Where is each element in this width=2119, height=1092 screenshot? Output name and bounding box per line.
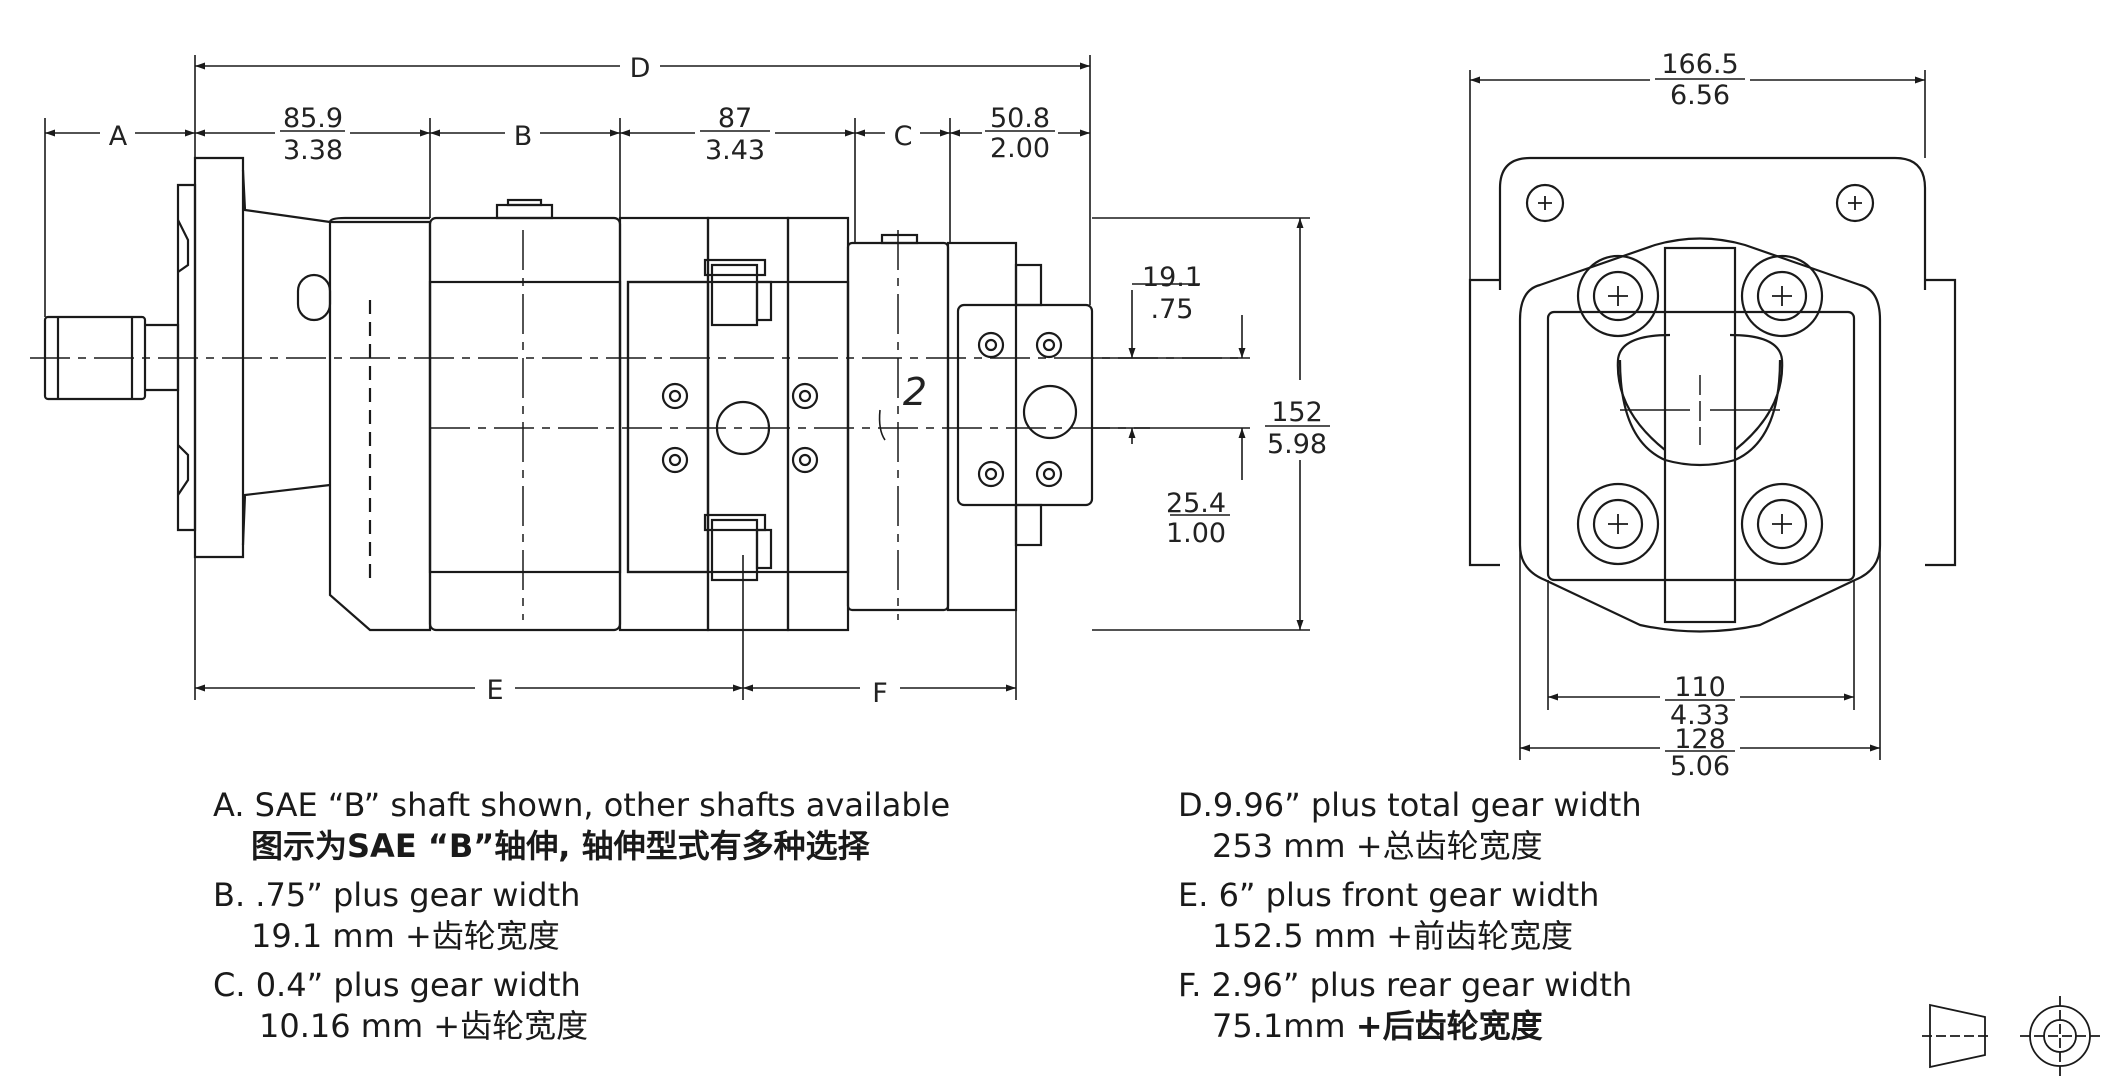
note-F-en: F. 2.96” plus rear gear width [1178, 966, 1633, 1004]
dimension-B-label: B [514, 121, 533, 152]
right-side [1925, 278, 1957, 567]
dim-152-mm: 152 [1271, 397, 1323, 428]
port-offset-dims [1128, 283, 1246, 516]
side-view [30, 156, 1240, 632]
note-C-cn: 10.16 mm +齿轮宽度 [259, 1007, 589, 1045]
dim-166-5-in: 6.56 [1670, 80, 1730, 111]
dim-87-mm: 87 [718, 103, 752, 134]
notes-left: A. SAE “B” shaft shown, other shafts ava… [213, 785, 993, 1055]
extension-lines [44, 55, 1310, 700]
note-F-cn-mm: 75.1mm [1212, 1007, 1356, 1045]
height-dim [1265, 218, 1330, 630]
dimension-F-label: F [872, 678, 888, 709]
dimension-C-label: C [894, 121, 913, 152]
flange-outline [1498, 156, 1927, 290]
dim-87-in: 3.43 [705, 135, 765, 166]
part-number-label: 2 [903, 370, 927, 414]
note-A-cn-text: 图示为SAE “B”轴伸, 轴伸型式有多种选择 [251, 827, 870, 865]
dim-110-in: 4.33 [1670, 700, 1730, 731]
front-view-dims [1469, 70, 1926, 760]
mounting-flange [176, 156, 331, 559]
inner-body [1546, 310, 1856, 582]
note-D-cn: 253 mm +总齿轮宽度 [1178, 826, 1978, 867]
dimension-A-label: A [109, 121, 128, 152]
adapter-plate [618, 216, 850, 632]
dim-166-5-mm: 166.5 [1661, 49, 1738, 80]
note-E: E. 6” plus front gear width 152.5 mm +前齿… [1178, 875, 1978, 957]
dim-128-in: 5.06 [1670, 751, 1730, 782]
note-A-cn: 图示为SAE “B”轴伸, 轴伸型式有多种选择 [213, 826, 993, 867]
note-D-cn-mm: 253 mm [1212, 827, 1346, 865]
left-side [1468, 278, 1500, 567]
dim-110-mm: 110 [1674, 672, 1726, 703]
dimension-E-label: E [486, 675, 503, 706]
note-E-cn: 152.5 mm +前齿轮宽度 [1212, 917, 1574, 955]
notes-right: D.9.96” plus total gear width 253 mm +总齿… [1178, 785, 1978, 1055]
dimension-D-label: D [630, 53, 651, 84]
dim-128-mm: 128 [1674, 724, 1726, 755]
dim-19-1-mm: 19.1 [1142, 262, 1202, 293]
note-F-cn: 75.1mm +后齿轮宽度 [1178, 1006, 1978, 1047]
third-angle-projection-icon [1922, 996, 2100, 1076]
dim-19-1-in: .75 [1151, 294, 1194, 325]
note-C-en: C. 0.4” plus gear width [213, 966, 581, 1004]
dim-50-8-in: 2.00 [990, 133, 1050, 164]
dim-85-9-mm: 85.9 [283, 103, 343, 134]
note-C: C. 0.4” plus gear width 10.16 mm +齿轮宽度 [213, 965, 993, 1047]
gear-cavity [1618, 359, 1782, 467]
center-web [1663, 246, 1737, 624]
note-B: B. .75” plus gear width 19.1 mm +齿轮宽度 [213, 875, 993, 957]
dim-25-4-mm: 25.4 [1166, 488, 1226, 519]
note-D-cn-text: +总齿轮宽度 [1355, 827, 1543, 865]
note-F: F. 2.96” plus rear gear width 75.1mm +后齿… [1178, 965, 1978, 1047]
flange-hole-left [1525, 183, 1565, 223]
dim-25-4-in: 1.00 [1166, 518, 1226, 549]
note-A-en: A. SAE “B” shaft shown, other shafts ava… [213, 786, 951, 824]
center-lines [30, 230, 1240, 620]
dimension-row-top [45, 129, 1090, 137]
dim-85-9-in: 3.38 [283, 135, 343, 166]
rear-gear-section [846, 233, 1094, 612]
note-E-en: E. 6” plus front gear width [1178, 876, 1600, 914]
gear-left [1616, 333, 1671, 451]
front-gear-section [296, 198, 622, 632]
note-B-cn: 19.1 mm +齿轮宽度 [251, 917, 560, 955]
dim-50-8-mm: 50.8 [990, 103, 1050, 134]
flange-hole-right [1835, 183, 1875, 223]
dim-152-in: 5.98 [1267, 429, 1327, 460]
note-F-cn-text: +后齿轮宽度 [1355, 1007, 1543, 1045]
front-view [1468, 156, 1957, 633]
note-D: D.9.96” plus total gear width 253 mm +总齿… [1178, 785, 1978, 867]
note-B-en: B. .75” plus gear width [213, 876, 581, 914]
flange-top [1500, 158, 1925, 268]
note-D-en: D.9.96” plus total gear width [1178, 786, 1642, 824]
note-A: A. SAE “B” shaft shown, other shafts ava… [213, 785, 993, 867]
